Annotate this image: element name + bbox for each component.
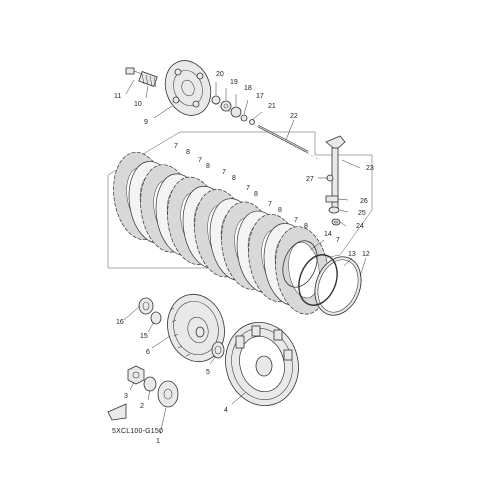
callout-7a: 7 (174, 143, 178, 150)
callout-21: 21 (268, 103, 276, 110)
callout-8f: 8 (304, 223, 308, 230)
friction-plate-stack (113, 151, 329, 315)
callout-8d: 8 (254, 191, 258, 198)
callout-7b: 7 (198, 157, 202, 164)
lever-hardware (325, 195, 341, 226)
callout-17: 17 (256, 93, 264, 100)
callout-8b: 8 (206, 163, 210, 170)
callout-2: 2 (140, 403, 144, 410)
plate-group-outline (107, 131, 373, 269)
callout-13: 13 (348, 251, 356, 258)
clutch-spring (138, 71, 158, 88)
callout-1: 1 (156, 438, 160, 445)
clutch-rings (282, 240, 362, 316)
callout-14: 14 (324, 231, 332, 238)
callout-6: 6 (146, 349, 150, 356)
callout-26: 26 (360, 198, 368, 205)
front-direction-arrow-icon (107, 403, 127, 421)
callout-18: 18 (244, 85, 252, 92)
callout-3: 3 (124, 393, 128, 400)
callout-24: 24 (356, 223, 364, 230)
callout-11: 11 (114, 93, 121, 100)
callout-8a: 8 (186, 149, 190, 156)
callout-20: 20 (216, 71, 224, 78)
push-rod (257, 125, 309, 153)
thrust-washer (211, 341, 225, 359)
callout-7g: 7 (336, 237, 340, 244)
callout-7c: 7 (222, 169, 226, 176)
clutch-nut-assembly (127, 365, 179, 408)
callout-9: 9 (144, 119, 148, 126)
callout-22: 22 (290, 113, 298, 120)
callout-7e: 7 (268, 201, 272, 208)
pressure-plate (164, 60, 212, 116)
leader-lines (123, 79, 367, 435)
callout-19: 19 (230, 79, 238, 86)
callout-labels: 1 2 3 4 5 6 7 8 7 8 7 8 7 8 7 8 7 8 7 9 … (114, 71, 374, 445)
callout-15: 15 (140, 333, 148, 340)
diagram-part-code: 5XCL100-G150 (112, 428, 164, 435)
boss-washers (138, 297, 162, 325)
callout-5: 5 (206, 369, 210, 376)
callout-10: 10 (134, 101, 142, 108)
callout-12: 12 (362, 251, 370, 258)
clutch-boss (167, 293, 225, 363)
callout-7f: 7 (294, 217, 298, 224)
callout-4: 4 (224, 407, 228, 414)
callout-8c: 8 (232, 175, 236, 182)
clutch-bolt (125, 67, 143, 75)
callout-8e: 8 (278, 207, 282, 214)
clutch-housing (225, 321, 299, 407)
push-rod-bearing-parts (211, 95, 255, 125)
callout-27: 27 (306, 176, 314, 183)
callout-23: 23 (366, 165, 374, 172)
callout-16: 16 (116, 319, 124, 326)
callout-25: 25 (358, 210, 366, 217)
callout-7d: 7 (246, 185, 250, 192)
